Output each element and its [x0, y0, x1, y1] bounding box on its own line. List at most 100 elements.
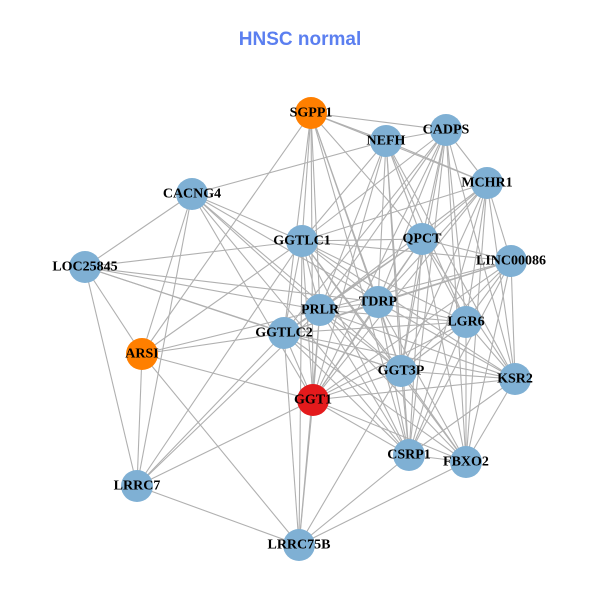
edge-PRLR-LGR6	[319, 309, 467, 323]
node-circle[interactable]	[176, 178, 208, 210]
node-circle[interactable]	[297, 384, 329, 416]
node-circle[interactable]	[385, 355, 417, 387]
edge-CADPS-GGTLC1	[301, 129, 447, 242]
node-circle[interactable]	[304, 294, 336, 326]
edge-MCHR1-PRLR	[319, 182, 488, 311]
node-fbxo2[interactable]: FBXO2	[443, 446, 489, 478]
node-label: GGTLC1	[273, 234, 331, 249]
node-circle[interactable]	[286, 225, 318, 257]
edge-GGT1-CSRP1	[312, 399, 410, 456]
node-lrrc75b[interactable]: LRRC75B	[267, 529, 331, 561]
edge-LRRC7-GGTLC1	[136, 240, 303, 487]
node-csrp1[interactable]: CSRP1	[387, 439, 431, 471]
node-ggtlc2[interactable]: GGTLC2	[255, 317, 313, 349]
edge-CACNG4-LRRC7	[136, 193, 193, 487]
edge-GGTLC1-GGT1	[301, 240, 314, 401]
node-prlr[interactable]: PRLR	[301, 294, 340, 326]
edge-ARSI-GGTLC1	[141, 240, 303, 355]
node-circle[interactable]	[499, 363, 531, 395]
edge-LINC00086-PRLR	[319, 260, 512, 311]
node-circle[interactable]	[430, 114, 462, 146]
edge-LOC25845-PRLR	[84, 266, 321, 311]
edge-GGT1-FBXO2	[312, 399, 467, 463]
edge-NEFH-GGTLC1	[301, 140, 387, 242]
edge-GGTLC1-KSR2	[301, 240, 516, 380]
edge-TDRP-KSR2	[377, 301, 516, 380]
node-label: LOC25845	[52, 260, 117, 275]
node-label: TDRP	[359, 295, 398, 310]
edge-MCHR1-GGT1	[312, 182, 488, 401]
edge-QPCT-GGT3P	[400, 238, 423, 372]
edge-GGT3P-KSR2	[400, 370, 516, 380]
edge-KSR2-FBXO2	[465, 378, 516, 463]
edges-layer	[84, 112, 516, 546]
edge-CADPS-LGR6	[445, 129, 467, 323]
node-label: MCHR1	[461, 176, 512, 191]
node-circle[interactable]	[406, 223, 438, 255]
node-cacng4[interactable]: CACNG4	[163, 178, 221, 210]
node-circle[interactable]	[450, 306, 482, 338]
edge-LRRC7-LRRC75B	[136, 485, 300, 546]
node-circle[interactable]	[450, 446, 482, 478]
edge-QPCT-FBXO2	[421, 238, 467, 463]
edge-CADPS-CSRP1	[408, 129, 447, 456]
node-label: ARSI	[125, 347, 158, 362]
edge-MCHR1-GGT3P	[400, 182, 488, 372]
node-circle[interactable]	[268, 317, 300, 349]
node-circle[interactable]	[471, 167, 503, 199]
edge-CACNG4-CSRP1	[191, 193, 410, 456]
node-label: LRRC75B	[267, 538, 330, 553]
node-nefh[interactable]: NEFH	[367, 125, 406, 157]
node-ggt1[interactable]: GGT1	[294, 384, 332, 416]
node-lgr6[interactable]: LGR6	[447, 306, 485, 338]
edge-ARSI-LRRC7	[136, 353, 143, 487]
edge-GGTLC1-CSRP1	[301, 240, 410, 456]
node-ksr2[interactable]: KSR2	[497, 363, 533, 395]
node-qpct[interactable]: QPCT	[403, 223, 443, 255]
edge-SGPP1-PRLR	[310, 112, 321, 311]
edge-SGPP1-GGTLC1	[301, 112, 312, 242]
edge-ARSI-LRRC75B	[141, 353, 300, 546]
edge-TDRP-FBXO2	[377, 301, 467, 463]
edge-CSRP1-LRRC75B	[298, 454, 410, 546]
node-circle[interactable]	[69, 251, 101, 283]
node-cadps[interactable]: CADPS	[423, 114, 470, 146]
edge-PRLR-FBXO2	[319, 309, 467, 463]
edge-CADPS-PRLR	[319, 129, 447, 311]
edge-CADPS-KSR2	[445, 129, 516, 380]
node-ggt3p[interactable]: GGT3P	[378, 355, 425, 387]
node-lrrc7[interactable]: LRRC7	[114, 470, 161, 502]
node-label: GGT3P	[378, 364, 425, 379]
edge-LOC25845-ARSI	[84, 266, 143, 355]
node-circle[interactable]	[370, 125, 402, 157]
edge-LINC00086-FBXO2	[465, 260, 512, 463]
edge-LOC25845-GGTLC1	[84, 240, 303, 268]
edge-SGPP1-CSRP1	[310, 112, 410, 456]
node-circle[interactable]	[126, 338, 158, 370]
node-arsi[interactable]: ARSI	[125, 338, 159, 370]
edge-GGT3P-FBXO2	[400, 370, 467, 463]
node-circle[interactable]	[121, 470, 153, 502]
edge-ARSI-PRLR	[141, 309, 321, 355]
node-loc25845[interactable]: LOC25845	[52, 251, 118, 283]
edge-LOC25845-CACNG4	[84, 193, 193, 268]
edge-SGPP1-GGTLC2	[283, 112, 312, 334]
node-circle[interactable]	[495, 245, 527, 277]
edge-CACNG4-GGTLC1	[191, 193, 303, 242]
node-circle[interactable]	[295, 97, 327, 129]
node-ggtlc1[interactable]: GGTLC1	[273, 225, 331, 257]
node-label: CADPS	[423, 123, 470, 138]
edge-CADPS-TDRP	[377, 129, 447, 303]
node-tdrp[interactable]: TDRP	[359, 286, 398, 318]
node-mchr1[interactable]: MCHR1	[461, 167, 513, 199]
node-circle[interactable]	[283, 529, 315, 561]
node-sgpp1[interactable]: SGPP1	[290, 97, 333, 129]
edge-GGTLC2-FBXO2	[283, 332, 467, 463]
edge-CACNG4-GGT1	[191, 193, 314, 401]
node-circle[interactable]	[393, 439, 425, 471]
node-linc00086[interactable]: LINC00086	[476, 245, 546, 277]
node-circle[interactable]	[362, 286, 394, 318]
